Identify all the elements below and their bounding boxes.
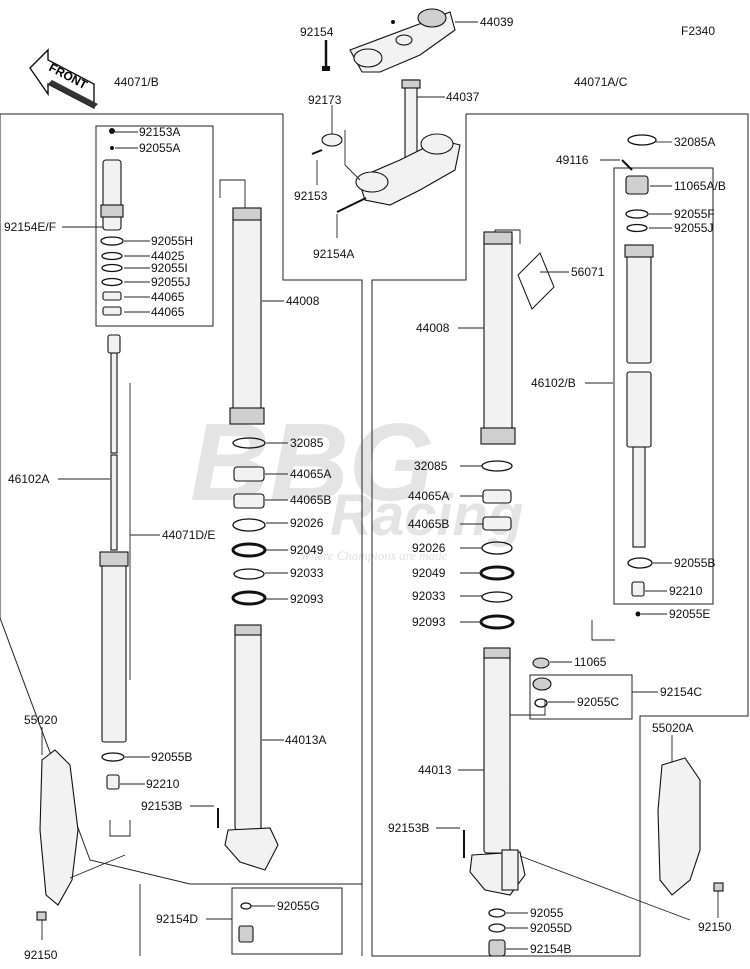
- label-92154A: 92154A: [313, 247, 354, 261]
- label-92153A: 92153A: [139, 125, 180, 139]
- label-46102B: 46102/B: [531, 376, 576, 390]
- label-92055C: 92055C: [577, 695, 619, 709]
- label-44065-2: 44065: [151, 305, 185, 319]
- label-56071: 56071: [571, 265, 605, 279]
- label-32085-right: 32085: [414, 459, 448, 473]
- label-92049-right: 92049: [412, 566, 446, 580]
- part-labels: 92154 44039 44037 92173 92153 92154A 440…: [4, 15, 732, 962]
- label-44013A: 44013A: [285, 733, 326, 747]
- label-92026-right: 92026: [412, 541, 446, 555]
- right-assembly-frame: [371, 113, 749, 957]
- label-92154D: 92154D: [156, 912, 198, 926]
- label-92055B-right: 92055B: [674, 556, 715, 570]
- label-92055D: 92055D: [530, 921, 572, 935]
- lower-triple-clamp: [355, 133, 461, 206]
- label-92154B: 92154B: [530, 942, 571, 956]
- left-bottom-bolt: [206, 902, 275, 943]
- label-92154C: 92154C: [660, 685, 702, 699]
- right-bushings-seals: [460, 460, 515, 630]
- left-outer-tube: [219, 179, 284, 425]
- label-92210-left: 92210: [146, 777, 180, 791]
- label-92173: 92173: [308, 93, 342, 107]
- label-92033-left: 92033: [290, 566, 324, 580]
- label-92055B-left: 92055B: [151, 750, 192, 764]
- label-44065A-right: 44065A: [408, 489, 449, 503]
- label-92210-right: 92210: [669, 584, 703, 598]
- right-cartridge: [585, 244, 672, 641]
- label-92093-right: 92093: [412, 615, 446, 629]
- label-92153B-right: 92153B: [388, 821, 429, 835]
- label-44008-right: 44008: [416, 321, 450, 335]
- label-44037: 44037: [446, 90, 480, 104]
- right-inner-tube: [436, 647, 691, 921]
- label-92055A: 92055A: [139, 141, 180, 155]
- label-44025: 44025: [151, 249, 185, 263]
- label-92055E: 92055E: [669, 607, 710, 621]
- bolt-92154A: [336, 197, 367, 238]
- label-92055I: 92055I: [151, 261, 188, 275]
- right-outer-tube: [458, 229, 569, 445]
- label-44065A-left: 44065A: [290, 467, 331, 481]
- left-cartridge-rod: [58, 334, 160, 837]
- label-92153B-left: 92153B: [141, 799, 182, 813]
- right-fork-guard: [657, 735, 724, 918]
- left-bushings-seals: [231, 437, 288, 606]
- diagram-code: F2340: [681, 24, 715, 38]
- label-92153-mid: 92153: [294, 189, 328, 203]
- watermark-slogan: Where Champions are made: [300, 548, 448, 563]
- upper-triple-clamp: [349, 8, 478, 73]
- left-assembly-frame: [0, 113, 363, 956]
- label-92055J-left: 92055J: [151, 275, 190, 289]
- label-92055F: 92055F: [674, 207, 715, 221]
- label-92049-left: 92049: [290, 543, 324, 557]
- label-11065: 11065: [574, 655, 607, 669]
- label-92154EF: 92154E/F: [4, 220, 56, 234]
- label-32085A: 32085A: [674, 135, 715, 149]
- label-44071AC: 44071A/C: [574, 75, 628, 89]
- label-92055J-right: 92055J: [674, 221, 713, 235]
- label-92093-left: 92093: [290, 592, 324, 606]
- front-arrow-icon: FRONT: [29, 48, 98, 110]
- label-55020: 55020: [24, 713, 58, 727]
- label-46102A: 46102A: [8, 472, 49, 486]
- label-92154-top: 92154: [300, 25, 334, 39]
- label-44065B-right: 44065B: [408, 517, 449, 531]
- bolt-92153-mid: [311, 149, 323, 185]
- label-92055-right: 92055: [530, 906, 564, 920]
- bolt-92154-top: [322, 40, 330, 71]
- label-32085-left: 32085: [290, 436, 324, 450]
- left-fork-guard: [36, 727, 126, 940]
- label-92150-right: 92150: [698, 920, 732, 934]
- label-44065B-left: 44065B: [290, 493, 331, 507]
- label-44013: 44013: [418, 763, 452, 777]
- label-92055G: 92055G: [277, 899, 320, 913]
- label-92055H: 92055H: [151, 234, 193, 248]
- right-lower-parts: [488, 657, 658, 957]
- label-44071DE: 44071D/E: [162, 528, 215, 542]
- label-92026-left: 92026: [290, 516, 324, 530]
- watermark: BBG Racing Where Champions are made: [190, 401, 523, 563]
- label-44039: 44039: [480, 15, 514, 29]
- label-44071B: 44071/B: [114, 75, 159, 89]
- left-cap-parts: [62, 128, 150, 316]
- clamp-92173: [321, 105, 361, 181]
- right-cap-parts: [600, 134, 672, 233]
- label-44008-left: 44008: [286, 294, 320, 308]
- label-11065AB: 11065A/B: [674, 179, 726, 193]
- label-92150-left: 92150: [24, 948, 58, 962]
- label-44065-1: 44065: [151, 290, 185, 304]
- label-92033-right: 92033: [412, 589, 446, 603]
- label-49116: 49116: [556, 153, 589, 167]
- label-55020A: 55020A: [652, 721, 693, 735]
- left-inner-tube: [190, 624, 284, 871]
